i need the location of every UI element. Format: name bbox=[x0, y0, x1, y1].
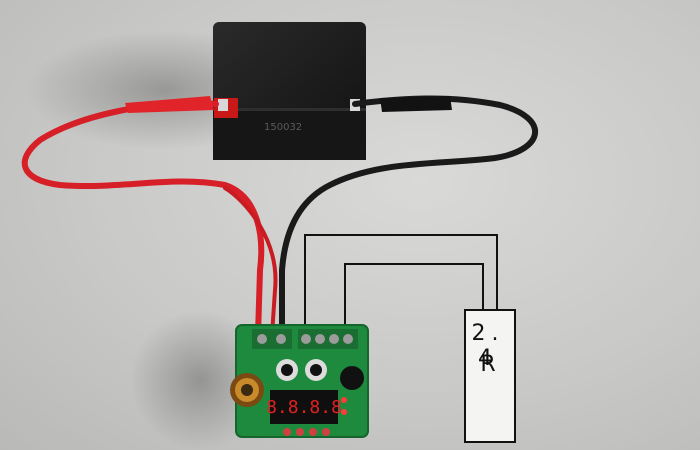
converter-board-icon: 8.8.8.8 bbox=[230, 324, 369, 438]
terminal-block-output bbox=[298, 329, 358, 349]
resistor-icon bbox=[464, 309, 516, 443]
resistor-unit: R bbox=[480, 352, 496, 377]
status-led bbox=[341, 397, 347, 403]
black-wire bbox=[279, 95, 538, 338]
buzzer bbox=[340, 366, 364, 390]
led-display: 8.8.8.8 bbox=[266, 390, 342, 424]
inductor-coil bbox=[230, 373, 264, 407]
resistor-value: 2. 4 bbox=[471, 321, 505, 371]
battery-icon: 150032 bbox=[213, 22, 366, 160]
module-buttons bbox=[283, 428, 330, 436]
output-wires bbox=[304, 234, 498, 330]
red-wire bbox=[21, 96, 278, 338]
status-led bbox=[341, 409, 347, 415]
battery-label: 150032 bbox=[264, 122, 302, 133]
display-readout: 8.8.8.8 bbox=[266, 397, 342, 418]
capacitors bbox=[276, 359, 327, 381]
terminal-block-input bbox=[252, 329, 292, 349]
alligator-clip-icon bbox=[125, 96, 214, 113]
